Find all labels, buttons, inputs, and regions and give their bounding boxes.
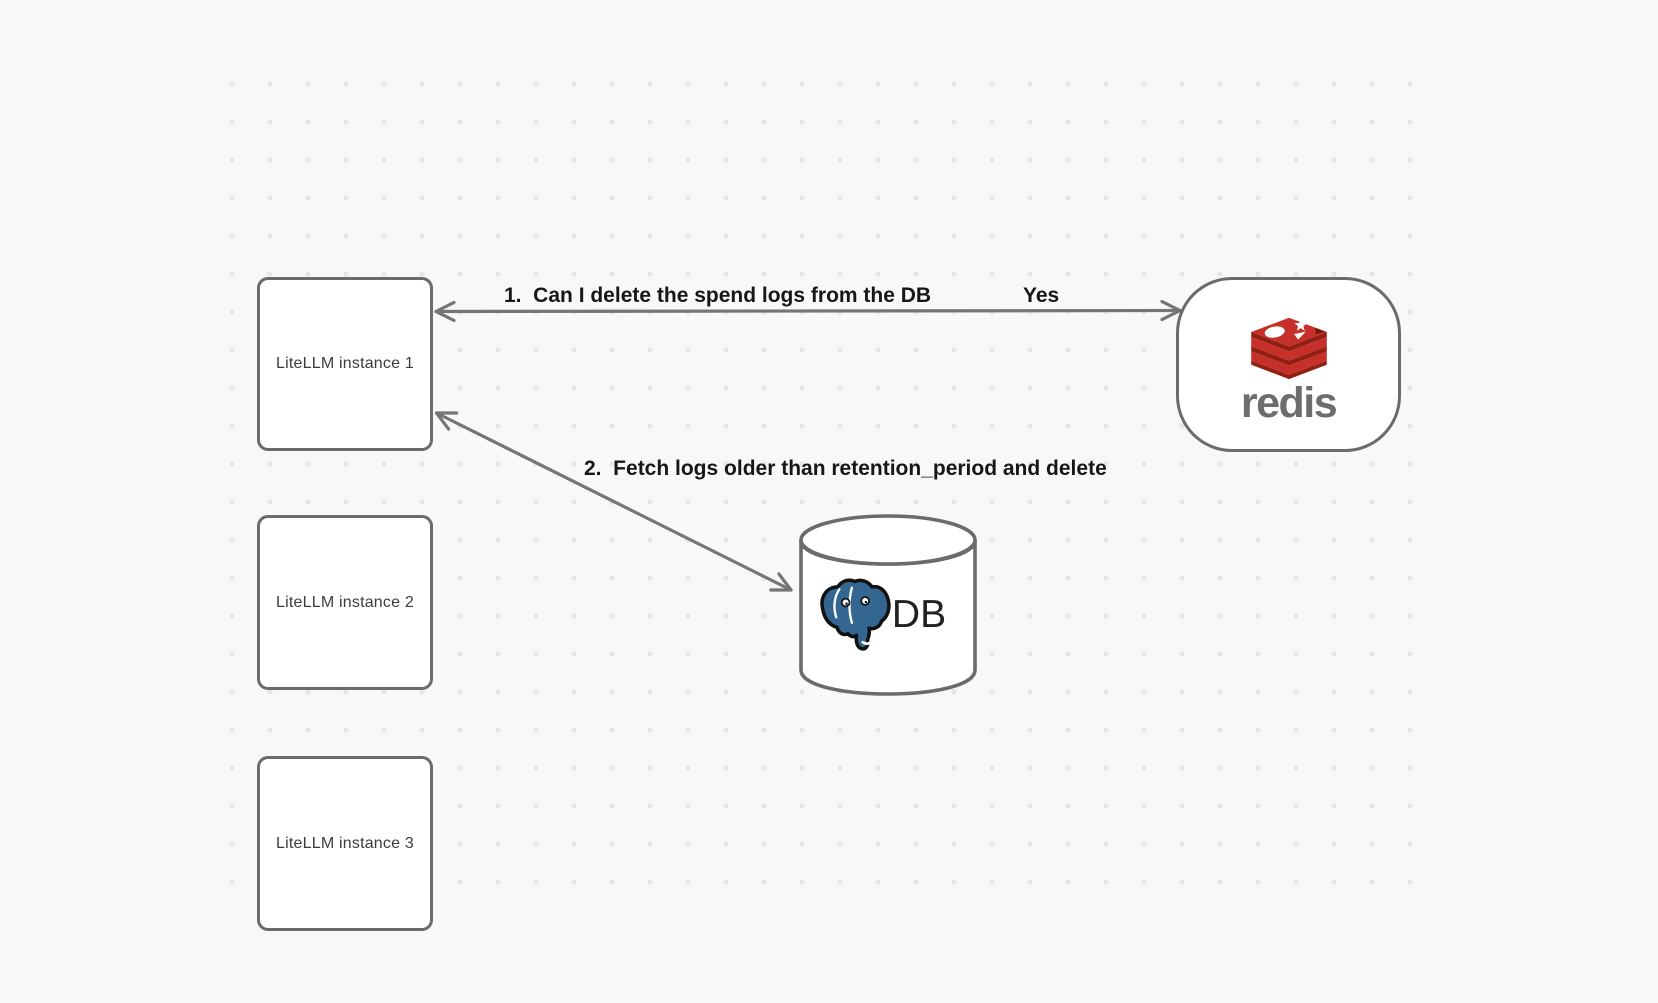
- node-litellm-instance-3-label: LiteLLM instance 3: [276, 834, 414, 852]
- redis-stack-icon: [1250, 317, 1327, 380]
- node-database[interactable]: DB: [799, 514, 977, 696]
- edge-instance1-db[interactable]: [434, 411, 793, 592]
- edge2-label[interactable]: 2. Fetch logs older than retention_perio…: [584, 457, 1107, 480]
- node-litellm-instance-3[interactable]: LiteLLM instance 3: [257, 756, 433, 931]
- node-litellm-instance-2[interactable]: LiteLLM instance 2: [257, 515, 433, 690]
- db-label: DB: [891, 593, 947, 636]
- edge-instance1-redis[interactable]: [434, 299, 1182, 323]
- node-redis[interactable]: redis: [1176, 277, 1401, 452]
- node-litellm-instance-1[interactable]: LiteLLM instance 1: [257, 277, 433, 451]
- edge1-answer-label[interactable]: Yes: [1023, 284, 1060, 307]
- redis-wordmark: redis: [1240, 379, 1338, 427]
- node-litellm-instance-1-label: LiteLLM instance 1: [276, 355, 414, 372]
- database-cylinder-icon: [799, 514, 977, 696]
- node-litellm-instance-2-label: LiteLLM instance 2: [276, 593, 414, 611]
- edge1-label[interactable]: 1. Can I delete the spend logs from the …: [504, 284, 932, 307]
- postgresql-elephant-icon: [820, 578, 891, 651]
